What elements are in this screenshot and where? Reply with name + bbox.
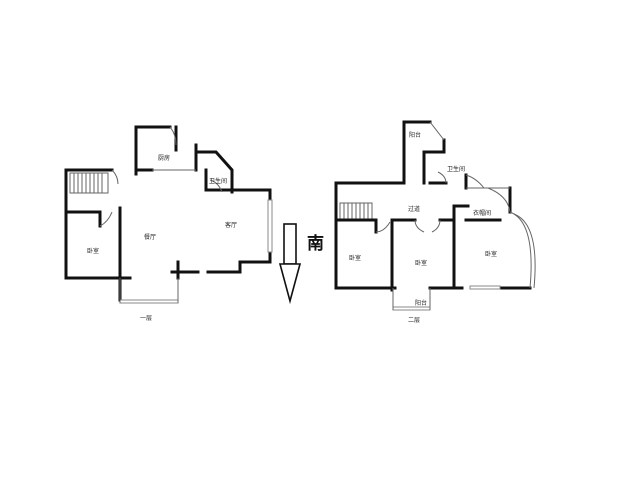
floor2-bathroom-label: 卫生间: [447, 165, 465, 173]
floor2-stair-icon: [339, 202, 373, 220]
floor1-walls: [64, 125, 272, 302]
floor2-plan: 阳台 卫生间 过道 衣帽间 卧室 卧室 卧室 阳台 二层: [334, 120, 536, 324]
floor1-kitchen-label: 厨房: [158, 154, 170, 162]
floor1-living-label: 客厅: [225, 221, 237, 229]
compass-south-label: 南: [307, 233, 324, 254]
floor2-walls: [334, 120, 532, 292]
floor1-bedroom-label: 卧室: [87, 247, 99, 255]
floor1-caption: 一层: [140, 315, 152, 322]
floor1-windows: [119, 169, 273, 304]
floor1-stair-icon: [69, 172, 109, 194]
floor2-bedroom-left-label: 卧室: [349, 254, 361, 262]
floor2-hallway-label: 过道: [408, 205, 420, 213]
floor1-dining-label: 餐厅: [144, 233, 156, 241]
floor2-doors: [375, 171, 485, 233]
floor1-doors: [99, 126, 223, 227]
floor2-cloakroom-label: 衣帽间: [473, 209, 491, 217]
floor2-balcony-top-label: 阳台: [409, 131, 421, 139]
floor1-bathroom-label: 卫生间: [209, 177, 227, 185]
floor2-windows: [392, 121, 536, 311]
floor2-bedroom-mid-label: 卧室: [415, 259, 427, 267]
south-arrow-icon: [278, 223, 302, 305]
floor2-bedroom-right-label: 卧室: [485, 250, 497, 258]
floor2-caption: 二层: [408, 317, 420, 324]
floor2-balcony-bottom-label: 阳台: [415, 299, 427, 307]
floor1-plan: 厨房 卫生间 卧室 餐厅 客厅 一层: [64, 125, 273, 322]
